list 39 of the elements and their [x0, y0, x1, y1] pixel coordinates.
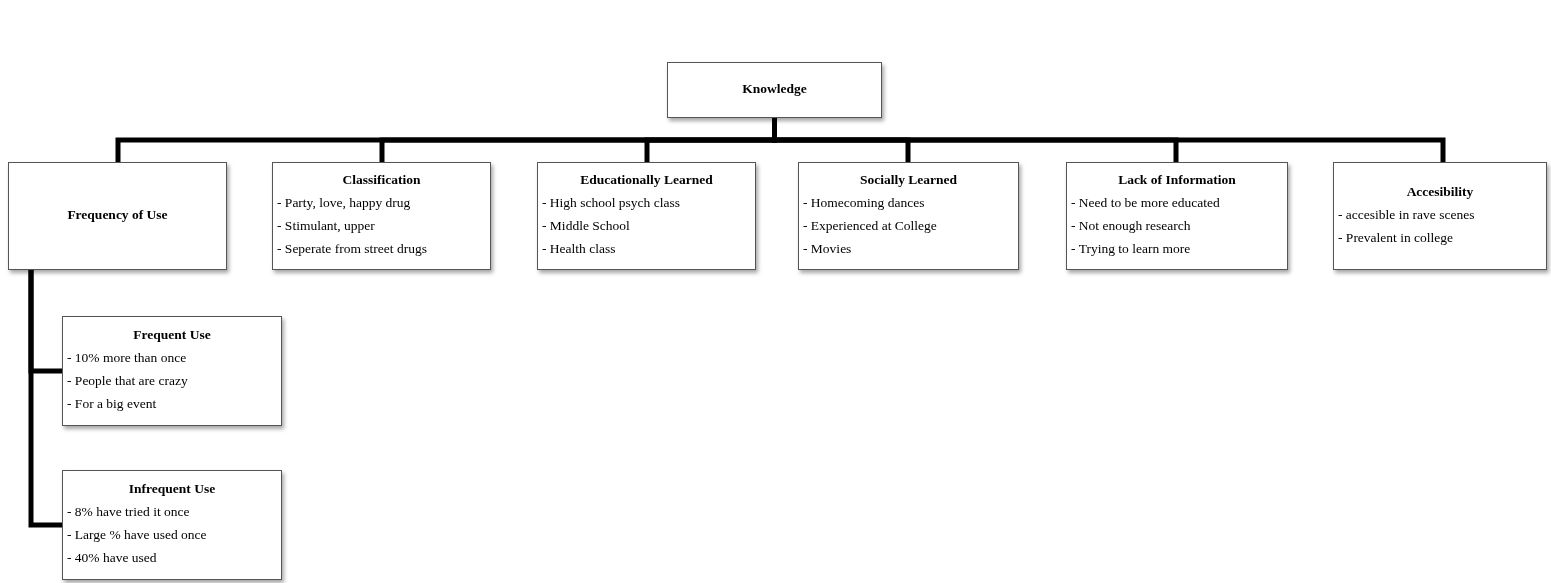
- bullet-item: - Prevalent in college: [1338, 228, 1455, 247]
- topic-heading: Classification: [341, 172, 422, 188]
- bullet-item: - For a big event: [67, 395, 158, 413]
- topic-box: [272, 162, 491, 270]
- bullet-item: - High school psych class: [542, 194, 681, 212]
- topic-box: [8, 162, 227, 270]
- bullet-item: - People that are crazy: [67, 372, 189, 390]
- bullet-item: - 8% have tried it once: [67, 503, 191, 521]
- topic-box: [62, 470, 282, 580]
- topic-heading: Accesibility: [1405, 183, 1475, 200]
- topic-box: [537, 162, 756, 270]
- topic-heading: Knowledge: [741, 80, 808, 97]
- bullet-item: - Homecoming dances: [803, 194, 926, 212]
- bullet-item: - 40% have used: [67, 549, 158, 567]
- topic-heading: Lack of Information: [1117, 172, 1237, 188]
- bullet-item: - Stimulant, upper: [277, 217, 376, 235]
- bullet-item: - accesible in rave scenes: [1338, 205, 1476, 224]
- bullet-item: - Trying to learn more: [1071, 240, 1192, 258]
- bullet-item: - Middle School: [542, 217, 631, 235]
- topic-heading: Frequent Use: [132, 327, 212, 343]
- topic-heading: Frequency of Use: [66, 206, 169, 223]
- bullet-item: - Seperate from street drugs: [277, 240, 428, 258]
- bullet-item: - Movies: [803, 240, 853, 258]
- topic-box: [62, 316, 282, 426]
- bullet-item: - Health class: [542, 240, 617, 258]
- bullet-item: - Experienced at College: [803, 217, 938, 235]
- topic-box: [798, 162, 1019, 270]
- bullet-item: - 10% more than once: [67, 349, 188, 367]
- bullet-item: - Not enough research: [1071, 217, 1192, 235]
- topic-box: [1066, 162, 1288, 270]
- bullet-item: - Large % have used once: [67, 526, 208, 544]
- topic-heading: Socially Learned: [858, 172, 959, 188]
- topic-box: [667, 62, 882, 118]
- connector-line: [28, 270, 62, 528]
- topic-heading: Educationally Learned: [579, 172, 714, 188]
- topic-box: [1333, 162, 1547, 270]
- bullet-item: - Need to be more educated: [1071, 194, 1221, 212]
- topic-heading: Infrequent Use: [127, 481, 217, 497]
- bullet-item: - Party, love, happy drug: [277, 194, 412, 212]
